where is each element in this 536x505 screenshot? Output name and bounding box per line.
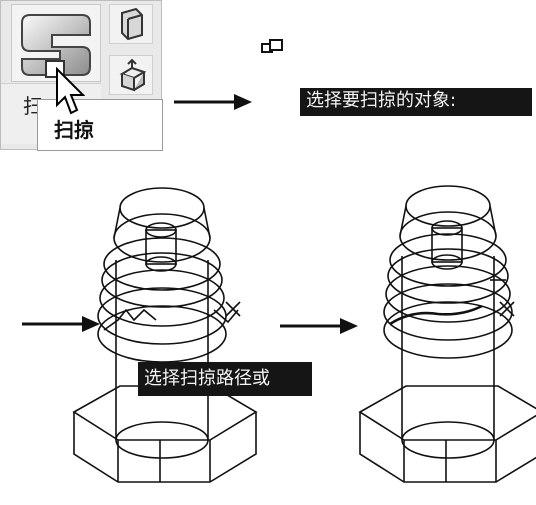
presspull-button[interactable] <box>109 55 153 95</box>
extrude-icon <box>121 7 143 41</box>
sweep-object-cursor-icon <box>261 39 283 53</box>
right-arrow-1 <box>174 94 252 110</box>
left-arrow <box>22 316 100 332</box>
command-prompt-select-path: 选择扫掠路径或 <box>138 362 312 396</box>
tooltip-title: 扫掠 <box>54 118 94 142</box>
middle-arrow <box>280 318 358 334</box>
cad-drawing-area <box>22 185 536 483</box>
sweep-icon <box>21 14 91 78</box>
tooltip: 扫掠 <box>37 99 163 151</box>
bolt-model-right <box>358 185 536 483</box>
extrude-button[interactable] <box>109 4 153 44</box>
bolt-model-left <box>72 187 258 483</box>
mouse-pointer-icon <box>56 67 85 115</box>
presspull-icon <box>119 58 147 92</box>
ribbon-toolbar-fragment: 扫 扫掠 <box>0 0 163 151</box>
command-prompt-select-objects: 选择要扫掠的对象: <box>300 88 532 116</box>
